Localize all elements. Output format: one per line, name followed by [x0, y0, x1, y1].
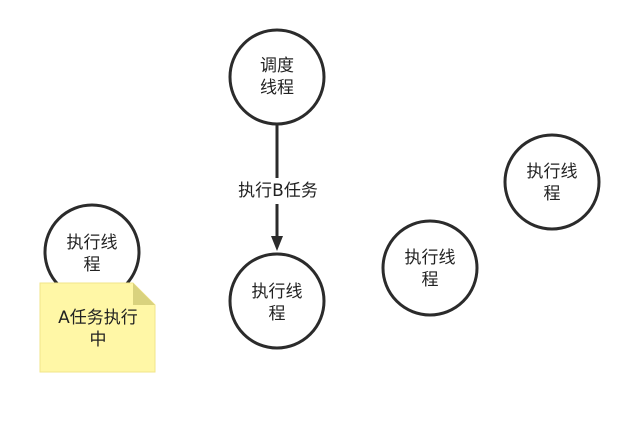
- exec-thread-center-label-line2: 程: [269, 304, 286, 324]
- dispatch-edge: 执行B任务: [238, 124, 318, 251]
- exec-thread-mid-right-label-line1: 执行线: [405, 248, 456, 268]
- exec-thread-left-label-line1: 执行线: [67, 233, 118, 253]
- scheduler-thread-node[interactable]: 调度 线程: [228, 28, 326, 126]
- exec-thread-top-right-label-line1: 执行线: [527, 162, 578, 182]
- dispatch-edge-label: 执行B任务: [238, 181, 318, 201]
- status-note[interactable]: A任务执行 中: [39, 282, 156, 373]
- exec-thread-node-mid-right[interactable]: 执行线 程: [381, 219, 479, 317]
- exec-thread-center-label-line1: 执行线: [252, 282, 303, 302]
- scheduler-thread-label-line2: 线程: [260, 78, 294, 98]
- exec-thread-mid-right-label-line2: 程: [422, 270, 439, 290]
- note-text-line1: A任务执行: [58, 308, 138, 328]
- exec-thread-left-label-line2: 程: [84, 255, 101, 275]
- scheduler-thread-circle: [228, 28, 326, 126]
- exec-thread-circle-center: [228, 252, 326, 350]
- exec-thread-circle-mid-right: [381, 219, 479, 317]
- note-text-line2: 中: [90, 330, 107, 350]
- arrowhead-icon: [271, 236, 283, 251]
- exec-thread-node-left[interactable]: 执行线 程: [43, 203, 141, 301]
- exec-thread-top-right-label-line2: 程: [544, 184, 561, 204]
- note-body: [39, 282, 156, 373]
- exec-thread-node-center[interactable]: 执行线 程: [228, 252, 326, 350]
- scheduler-thread-label-line1: 调度: [260, 56, 294, 76]
- exec-thread-circle-top-right: [503, 133, 601, 231]
- note-fold: [133, 283, 155, 305]
- exec-thread-node-top-right[interactable]: 执行线 程: [503, 133, 601, 231]
